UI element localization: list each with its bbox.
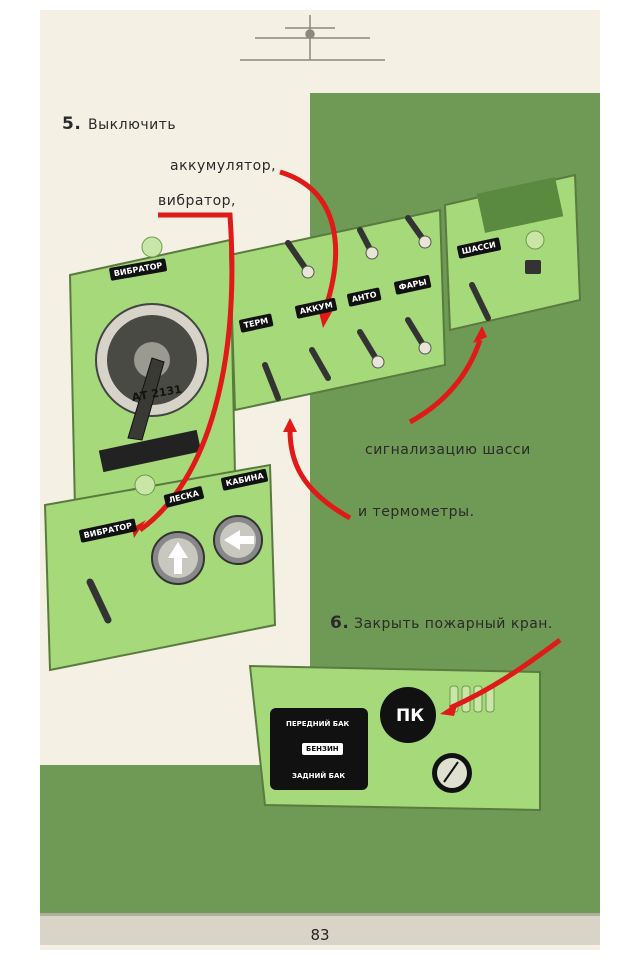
step-5-item-battery: аккумулятор, <box>170 158 277 174</box>
tank-fuel-label: БЕНЗИН <box>302 743 343 755</box>
fire-valve-knob <box>380 687 436 743</box>
book-page: 5. Выключить аккумулятор, вибратор, сигн… <box>40 10 600 950</box>
arrow-gear <box>408 339 483 425</box>
lower-left-panel <box>43 463 277 672</box>
tank-front-label: ПЕРЕДНИЙ БАК <box>286 720 350 728</box>
page-number: 83 <box>310 926 330 944</box>
step-5-item-vibrator: вибратор, <box>158 193 237 209</box>
step-5-item-thermometers: и термометры. <box>358 504 475 520</box>
airplane-emblem-icon <box>240 15 385 61</box>
switch-panel <box>228 208 447 412</box>
fuel-panel <box>248 664 541 812</box>
step-6-number: 6. <box>330 613 350 633</box>
footer-bar <box>40 915 600 945</box>
gear-signal-panel <box>443 173 582 332</box>
vibrator-panel <box>68 236 237 512</box>
arrow-thermometers <box>287 429 352 521</box>
illustration <box>40 15 600 945</box>
fire-valve-label: ПК <box>396 706 425 726</box>
tank-rear-label: ЗАДНИЙ БАК <box>292 772 346 780</box>
arrow-battery <box>279 169 338 311</box>
step-5-item-gear-signal: сигнализацию шасси <box>365 442 531 458</box>
step-5-instruction: Выключить <box>88 117 177 133</box>
arrow-fire-valve <box>448 637 562 711</box>
step-6-instruction: Закрыть пожарный кран. <box>354 616 553 632</box>
step-5-number: 5. <box>62 114 82 134</box>
